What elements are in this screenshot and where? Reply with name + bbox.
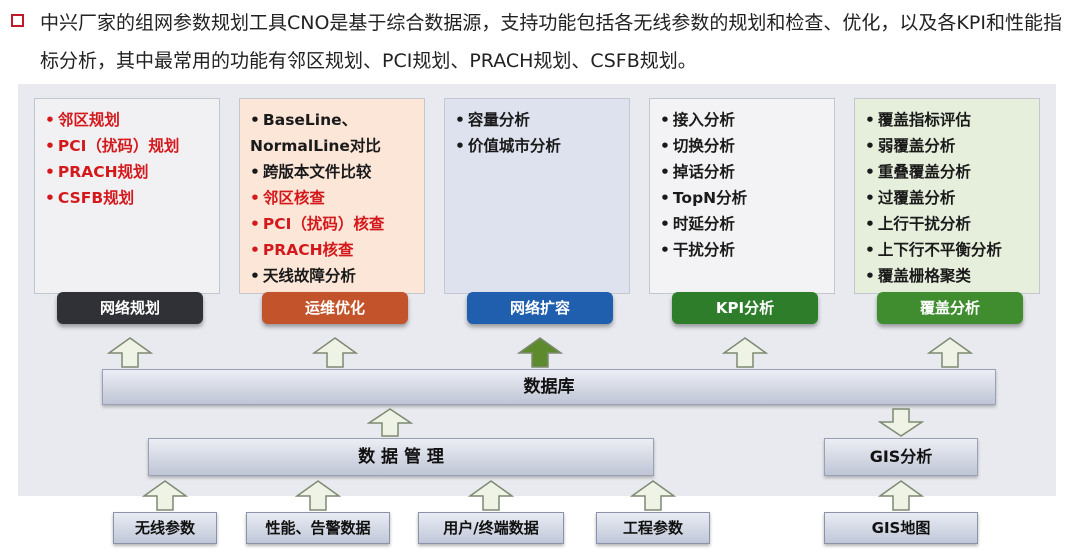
module-item: 时延分析 xyxy=(660,211,824,237)
module-item: PCI（扰码）规划 xyxy=(45,133,209,159)
arrow-up-icon xyxy=(630,480,676,511)
arrow-up-icon xyxy=(367,408,413,437)
module-item: 干扰分析 xyxy=(660,237,824,263)
module-box-4: 接入分析切换分析掉话分析TopN分析时延分析干扰分析 xyxy=(649,98,835,294)
module-item: 容量分析 xyxy=(455,107,619,133)
module-box-5: 覆盖指标评估弱覆盖分析重叠覆盖分析过覆盖分析上行干扰分析上下行不平衡分析覆盖栅格… xyxy=(854,98,1040,294)
module-item: 过覆盖分析 xyxy=(865,185,1029,211)
module-label-1: 网络规划 xyxy=(57,292,203,324)
source-box-1: 无线参数 xyxy=(113,512,217,544)
intro-text: 中兴厂家的组网参数规划工具CNO是基于综合数据源，支持功能包括各无线参数的规划和… xyxy=(40,12,1062,72)
module-label-3: 网络扩容 xyxy=(467,292,613,324)
arrow-up-icon xyxy=(517,337,563,368)
module-box-3: 容量分析价值城市分析 xyxy=(444,98,630,294)
arrow-up-icon xyxy=(107,337,153,368)
module-item: 跨版本文件比较 xyxy=(250,159,414,185)
module-item: 弱覆盖分析 xyxy=(865,133,1029,159)
module-item: 掉话分析 xyxy=(660,159,824,185)
source-box-2: 性能、告警数据 xyxy=(246,512,390,544)
module-item: 接入分析 xyxy=(660,107,824,133)
module-item: PCI（扰码）核查 xyxy=(250,211,414,237)
arrow-up-icon xyxy=(142,480,188,511)
module-item: 覆盖栅格聚类 xyxy=(865,263,1029,289)
database-bar: 数据库 xyxy=(102,369,996,405)
module-item: 上下行不平衡分析 xyxy=(865,237,1029,263)
module-box-2: BaseLine、 NormalLine对比跨版本文件比较邻区核查PCI（扰码）… xyxy=(239,98,425,294)
arrow-up-icon xyxy=(927,337,973,368)
module-item: 重叠覆盖分析 xyxy=(865,159,1029,185)
source-box-3: 用户/终端数据 xyxy=(418,512,564,544)
data-management-bar: 数 据 管 理 xyxy=(148,438,654,476)
source-box-5: GIS地图 xyxy=(824,512,978,544)
module-item: PRACH核查 xyxy=(250,237,414,263)
module-item: 邻区规划 xyxy=(45,107,209,133)
arrow-up-icon xyxy=(722,337,768,368)
module-box-1: 邻区规划PCI（扰码）规划PRACH规划CSFB规划 xyxy=(34,98,220,294)
module-label-4: KPI分析 xyxy=(672,292,818,324)
module-item: 邻区核查 xyxy=(250,185,414,211)
module-item: PRACH规划 xyxy=(45,159,209,185)
arrow-up-icon xyxy=(468,480,514,511)
source-box-4: 工程参数 xyxy=(596,512,710,544)
arrow-up-icon xyxy=(878,480,924,511)
module-label-2: 运维优化 xyxy=(262,292,408,324)
module-item: 上行干扰分析 xyxy=(865,211,1029,237)
module-item: 天线故障分析 xyxy=(250,263,414,289)
arrow-up-icon xyxy=(295,480,341,511)
arrow-down-icon xyxy=(878,408,924,437)
module-label-5: 覆盖分析 xyxy=(877,292,1023,324)
module-item: BaseLine、 NormalLine对比 xyxy=(250,107,414,159)
module-item: 切换分析 xyxy=(660,133,824,159)
module-item: 覆盖指标评估 xyxy=(865,107,1029,133)
arrow-up-icon xyxy=(312,337,358,368)
module-item: 价值城市分析 xyxy=(455,133,619,159)
module-item: TopN分析 xyxy=(660,185,824,211)
gis-analysis-bar: GIS分析 xyxy=(824,438,978,476)
module-item: CSFB规划 xyxy=(45,185,209,211)
bullet-square-icon xyxy=(11,14,24,27)
